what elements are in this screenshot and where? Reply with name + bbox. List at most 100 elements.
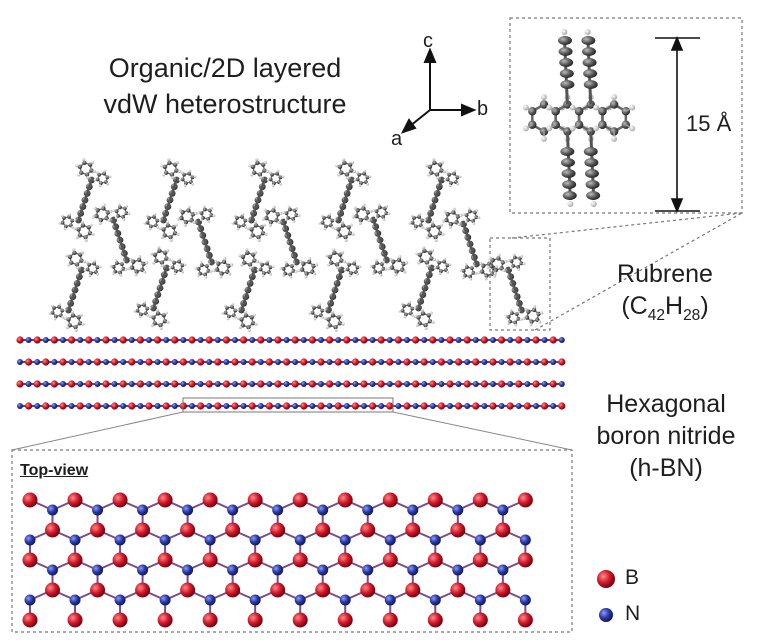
hydrogen-atom [434, 238, 438, 242]
phenyl-carbon [559, 69, 574, 78]
phenyl-carbon [583, 69, 598, 78]
hydrogen-atom [264, 232, 268, 236]
boron-atom [506, 402, 514, 410]
nitrogen-atom [507, 381, 514, 387]
boron-atom [326, 336, 334, 344]
boron-atom [377, 336, 385, 344]
carbon-atom [461, 268, 466, 273]
title-line-1: Organic/2D layered [108, 53, 342, 83]
carbon-atom [168, 234, 173, 240]
carbon-atom [352, 261, 356, 266]
phenyl-carbon [586, 191, 601, 200]
nitrogen-atom [369, 381, 376, 387]
nitrogen-atom [447, 359, 453, 365]
hydrogen-atom [71, 226, 74, 229]
boron-atom [549, 336, 557, 344]
boron-atom [222, 336, 230, 344]
boron-atom [171, 380, 179, 388]
boron-atom [180, 582, 196, 598]
carbon-atom [509, 259, 514, 264]
nitrogen-atom [68, 359, 75, 365]
hydrogen-atom [348, 274, 352, 278]
hydrogen-atom [221, 311, 225, 315]
hydrogen-atom [276, 169, 280, 173]
hydrogen-atom [60, 214, 64, 218]
boron-atom [489, 358, 497, 366]
nitrogen-atom [490, 337, 496, 343]
hydrogen-atom [82, 158, 86, 162]
nitrogen-atom [227, 504, 239, 516]
boron-atom [59, 402, 67, 410]
nitrogen-atom [429, 403, 436, 409]
rubrene-crystal-layer [48, 158, 544, 332]
hydrogen-atom [210, 207, 213, 210]
hydrogen-atom [342, 158, 346, 162]
carbon-atom [77, 164, 83, 170]
hydrogen-atom [114, 259, 118, 262]
boron-atom [67, 492, 83, 508]
boron-atom [517, 552, 533, 568]
nitrogen-atom [159, 534, 171, 546]
hydrogen-atom [502, 268, 506, 273]
hydrogen-atom [168, 258, 172, 262]
boron-atom [112, 492, 128, 508]
hydrogen-atom [160, 164, 164, 168]
boron-atom [337, 492, 353, 508]
hydrogen-atom [611, 135, 618, 142]
hydrogen-atom [202, 205, 206, 209]
nitrogen-atom [47, 564, 59, 576]
carbon-atom [70, 313, 76, 318]
phenyl-carbon [583, 147, 598, 156]
boron-atom [119, 380, 127, 388]
carbon-atom [489, 263, 494, 269]
boron-atom [498, 336, 506, 344]
hydrogen-atom [247, 328, 251, 332]
carbon-atom [82, 160, 87, 166]
boron-atom [248, 402, 256, 410]
hydrogen-atom [462, 276, 465, 279]
hydrogen-atom [446, 270, 450, 274]
hydrogen-atom [240, 263, 244, 267]
hydrogen-atom [321, 316, 324, 319]
nitrogen-atom [317, 504, 329, 516]
hydrogen-atom [493, 274, 497, 278]
hydrogen-atom [72, 248, 76, 252]
carbon-atom [304, 271, 309, 276]
boron-atom [517, 612, 533, 628]
boron-atom [382, 612, 398, 628]
carbon-atom [124, 211, 129, 216]
hydrogen-atom [160, 235, 164, 240]
hydrogen-atom [84, 238, 88, 242]
hydrogen-atom [248, 235, 252, 240]
hydrogen-atom [420, 308, 424, 312]
hydrogen-atom [308, 311, 312, 315]
nitrogen-atom [438, 337, 445, 343]
hydrogen-atom [408, 221, 412, 225]
hydrogen-atom [167, 158, 171, 162]
hydrogen-atom [50, 304, 54, 308]
boron-atom [202, 492, 218, 508]
hydrogen-atom [166, 248, 170, 253]
nitrogen-atom [266, 337, 273, 343]
nitrogen-atom [163, 381, 170, 387]
hydrogen-atom [158, 218, 162, 222]
hydrogen-atom [234, 316, 237, 319]
hydrogen-atom [81, 250, 85, 255]
phenyl-carbon [585, 180, 600, 189]
hydrogen-atom [112, 272, 115, 275]
nitrogen-atom [249, 594, 261, 606]
hydrogen-atom [413, 227, 417, 231]
hydrogen-atom [363, 169, 367, 173]
hydrogen-atom [507, 322, 510, 325]
hydrogen-atom [379, 273, 383, 277]
nitrogen-atom [421, 381, 428, 387]
carbon-atom [414, 224, 418, 229]
nitrogen-atom [429, 594, 441, 606]
hydrogen-atom [299, 259, 303, 264]
hydrogen-atom [281, 175, 285, 179]
carbon-atom [291, 268, 296, 273]
nitrogen-atom [294, 534, 306, 546]
hydrogen-atom [96, 272, 100, 276]
boron-atom [420, 402, 428, 410]
hydrogen-atom [382, 260, 386, 264]
